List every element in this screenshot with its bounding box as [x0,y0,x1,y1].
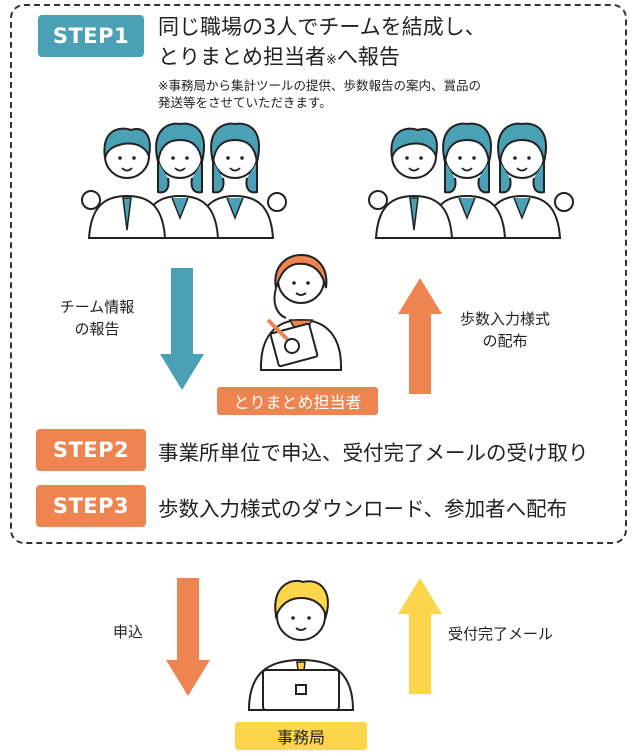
team-report-line2: の報告 [74,320,120,338]
step1-title-line2: とりまとめ担当者※へ報告 [158,42,400,76]
distribute-line1: 歩数入力様式 [459,310,550,328]
step2-text: 事業所単位で申込、受付完了メールの受け取り [158,441,589,465]
distribute-label: 歩数入力様式 の配布 [450,308,560,352]
team-report-label: チーム情報 の報告 [42,296,152,340]
step1-note-line2: 発送等をさせていただきます。 [158,95,332,110]
coordinator-illustration [259,254,343,371]
apply-label: 申込 [112,623,143,641]
arrow-down-icon [160,268,204,390]
step1-title-main: とりまとめ担当者 [158,45,326,69]
arrow-up-icon [398,578,442,694]
office-staff-illustration [247,579,355,711]
team-illustration-right [368,122,574,239]
office-tag: 事務局 [235,722,367,750]
step1-title-tail: へ報告 [336,45,400,69]
team-report-line1: チーム情報 [59,298,135,316]
flow-frame [10,4,627,544]
coordinator-tag: とりまとめ担当者 [217,387,378,415]
team-illustration-left [81,122,287,239]
note-mark: ※ [326,53,337,68]
arrow-down-icon [166,578,210,696]
teal-hair-person-icon [140,122,220,239]
teal-hair-person-icon [368,127,454,239]
complete-mail-label: 受付完了メール [448,625,554,643]
step1-badge: STEP1 [38,15,144,57]
teal-hair-person-icon [81,127,167,239]
step3-badge: STEP3 [36,485,146,527]
step3-text: 歩数入力様式のダウンロード、参加者へ配布 [158,497,568,521]
step2-badge: STEP2 [36,429,146,471]
arrow-up-icon [398,278,442,394]
step1-note-line1: ※事務局から集計ツールの提供、歩数報告の案内、賞品の [158,78,481,93]
step1-title-line1: 同じ職場の3人でチームを結成し、 [158,15,486,39]
distribute-line2: の配布 [482,332,528,350]
